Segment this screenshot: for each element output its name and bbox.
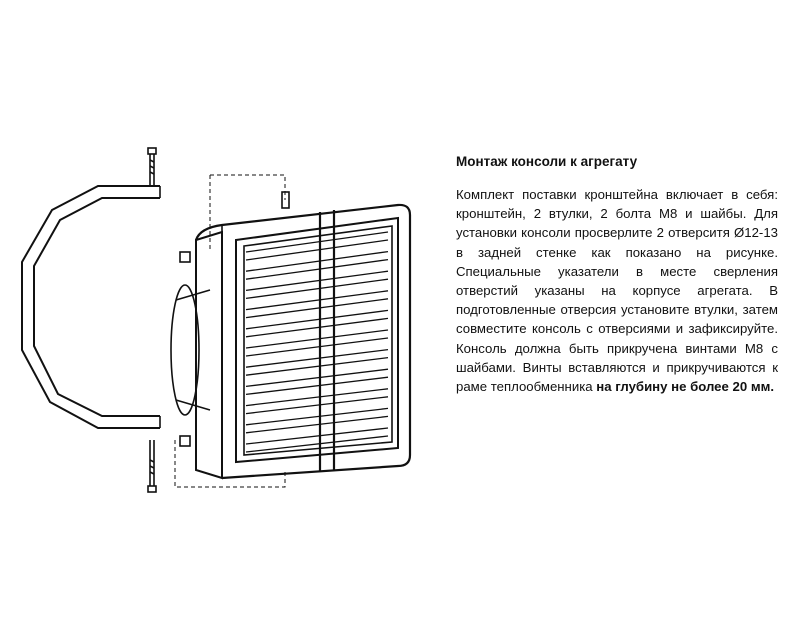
heater-unit <box>170 203 412 480</box>
instruction-line: совместите консоль с отверсиями и зафикс… <box>456 321 778 337</box>
instruction-line: Комплект поставки кронштейна включает в … <box>456 187 778 202</box>
instruction-line: Консоль должна быть прикручена винтами М… <box>456 340 778 356</box>
bushing-top <box>281 191 290 209</box>
instruction-line: Специальные указатели в месте сверления <box>456 263 778 279</box>
louver-blade <box>245 427 389 453</box>
louver-blade <box>245 348 389 376</box>
louver-blade <box>245 309 389 338</box>
louver-blade <box>245 290 389 319</box>
instruction-line: отверстий указаны на корпусе агрегата. В <box>456 283 778 299</box>
louver-blade <box>245 388 389 415</box>
bushing-left-bottom <box>179 435 191 447</box>
bracket-mounting-drawing <box>21 147 412 493</box>
instruction-paragraph: Комплект поставки кронштейна включает в … <box>456 185 778 377</box>
louver-blade <box>245 270 389 300</box>
louver-blade <box>245 231 389 261</box>
depth-limit-emphasis: на глубину не более 20 мм. <box>596 379 775 395</box>
louver-blade <box>245 250 389 280</box>
alignment-lines <box>174 174 286 488</box>
last-line-text: раме теплообменника <box>456 379 597 395</box>
bolt-bottom <box>147 440 157 493</box>
instruction-last-line: раме теплообменника на глубину не более … <box>456 377 778 396</box>
instruction-line: установки консоли просверлите 2 отверсит… <box>456 225 778 241</box>
louver-blade <box>245 407 389 434</box>
bracket <box>21 185 161 429</box>
section-title: Монтаж консоли к агрегату <box>456 154 638 169</box>
instruction-line: подготовленные отверсия установите втулк… <box>456 302 778 318</box>
instruction-line: шайбами. Винты вставляются и прикручиваю… <box>456 359 778 375</box>
instruction-line: кронштейн, 2 втулки, 2 болта М8 и шайбы.… <box>456 206 778 222</box>
bolt-top <box>147 147 157 186</box>
bushing-left-top <box>179 251 191 263</box>
mounting-instructions: Монтаж консоли к агрегату Комплект поста… <box>456 154 778 396</box>
louver-blade <box>245 329 389 357</box>
instruction-line: в задней стенке как показано на рисунке. <box>456 244 778 260</box>
louver-blade <box>245 368 389 396</box>
